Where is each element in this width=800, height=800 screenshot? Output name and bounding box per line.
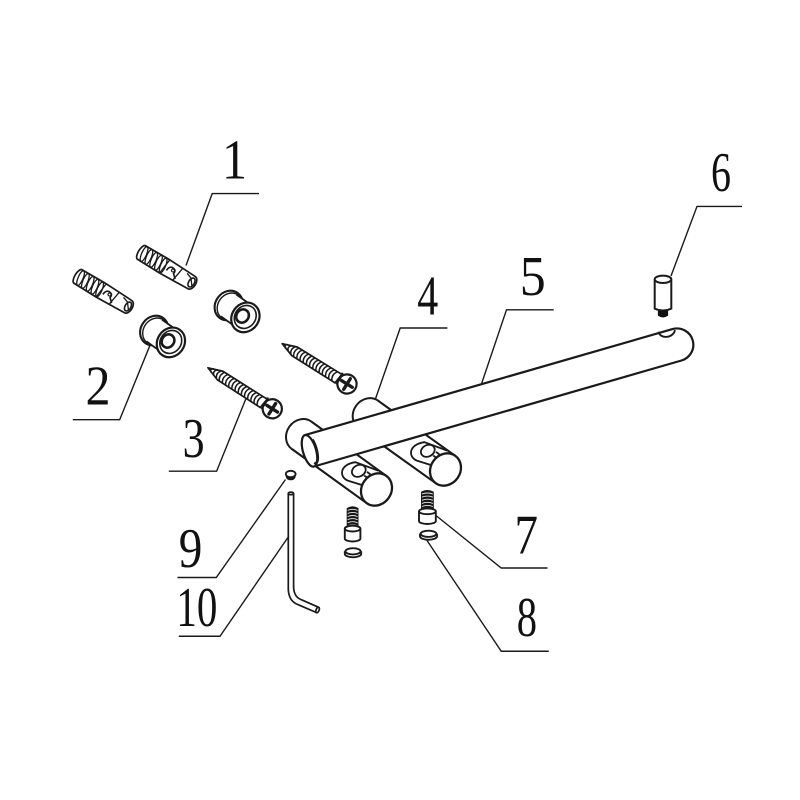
svg-text:7: 7: [514, 505, 538, 567]
svg-text:2: 2: [86, 356, 111, 418]
svg-text:6: 6: [711, 142, 731, 204]
svg-text:3: 3: [183, 408, 205, 470]
svg-text:5: 5: [520, 246, 546, 308]
svg-text:10: 10: [176, 577, 217, 639]
svg-text:1: 1: [222, 130, 247, 192]
svg-text:9: 9: [179, 518, 203, 580]
svg-text:8: 8: [517, 587, 537, 649]
svg-text:4: 4: [417, 266, 438, 328]
